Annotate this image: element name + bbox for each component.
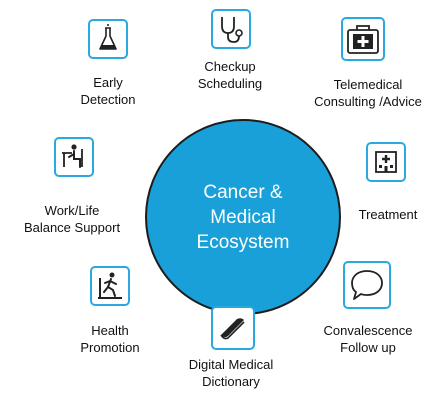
node-label: Treatment	[358, 207, 418, 222]
center-title: Cancer & Medical Ecosystem	[196, 181, 290, 253]
medical-kit-icon	[341, 17, 385, 61]
center-circle: Cancer & Medical Ecosystem	[145, 119, 341, 315]
node-label: Early Detection	[80, 75, 136, 107]
node-label: Work/Life Balance Support	[23, 203, 121, 235]
speech-bubble-icon	[343, 261, 391, 309]
node-label: Digital Medical Dictionary	[188, 357, 274, 389]
node-label: Telemedical Consulting /Advice	[314, 77, 422, 109]
flask-icon	[88, 19, 128, 59]
node-label: Health Promotion	[80, 323, 140, 355]
treadmill-icon	[90, 266, 130, 306]
node-label: Convalescence Follow up	[323, 323, 413, 355]
book-icon	[211, 306, 255, 350]
node-label: Checkup Scheduling	[197, 59, 263, 91]
hospital-icon	[366, 142, 406, 182]
desk-worker-icon	[54, 137, 94, 177]
stethoscope-icon	[211, 9, 251, 49]
